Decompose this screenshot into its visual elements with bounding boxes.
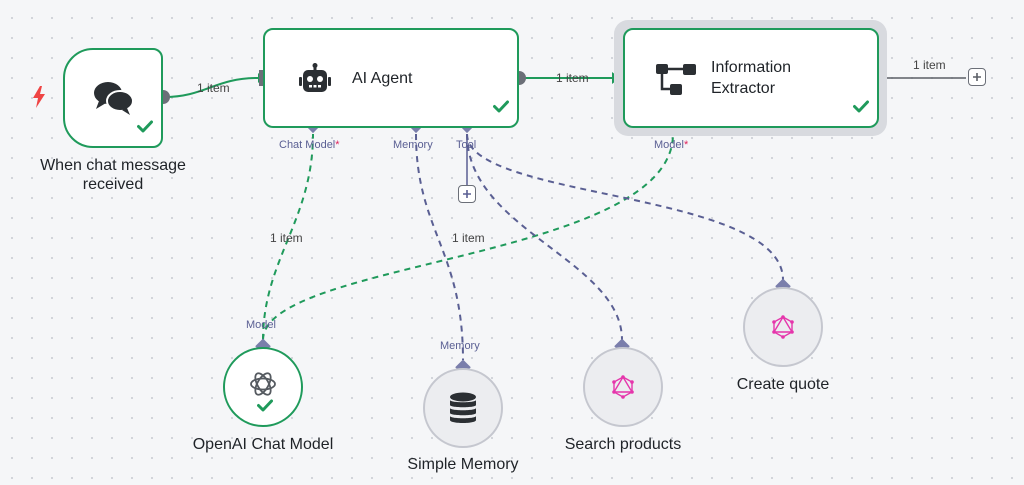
simple-memory-node[interactable] [423, 368, 503, 448]
plus-icon [973, 73, 981, 81]
openai-chat-model-caption: OpenAI Chat Model [192, 436, 334, 453]
agent-input-port[interactable] [259, 70, 265, 86]
success-check-icon [493, 100, 509, 118]
edge-label-openai-agent: 1 item [270, 231, 303, 245]
information-extractor-label-line1: Information [711, 59, 792, 76]
extractor-model-port-label: Model* [654, 139, 689, 151]
chat-trigger-caption: When chat message received [40, 157, 186, 193]
openai-icon [248, 369, 278, 399]
edge-trigger-to-agent[interactable] [163, 77, 259, 98]
success-check-icon [257, 399, 273, 417]
memory-port-label: Memory [393, 139, 433, 151]
openai-model-port-label: Model [246, 319, 276, 331]
edge-openai-to-agent[interactable] [262, 133, 314, 341]
information-extractor-label-line2: Extractor [711, 80, 776, 97]
openai-chat-model-node[interactable] [223, 347, 303, 427]
create-quote-node[interactable] [743, 287, 823, 367]
graphql-icon [611, 375, 635, 399]
search-products-caption: Search products [564, 436, 682, 453]
graphql-icon [771, 315, 795, 339]
simple-memory-caption: Simple Memory [407, 456, 519, 473]
tree-structure-icon [655, 63, 697, 97]
search-products-node[interactable] [583, 347, 663, 427]
edge-tool-quote[interactable] [466, 133, 784, 281]
information-extractor-node[interactable]: Information Extractor [623, 28, 879, 128]
memory-node-port-label: Memory [440, 340, 480, 352]
ai-agent-node[interactable]: AI Agent [263, 28, 519, 128]
edge-label-extractor-out: 1 item [913, 58, 946, 72]
tool-port-label: Tool [456, 139, 477, 151]
edge-openai-to-extractor[interactable] [262, 133, 674, 341]
add-tool-button[interactable] [458, 185, 476, 203]
chat-trigger-node[interactable] [63, 48, 163, 148]
edge-label-agent-extractor: 1 item [556, 71, 589, 85]
edge-label-openai-extractor: 1 item [452, 231, 485, 245]
edge-label-trigger-agent: 1 item [197, 81, 230, 95]
create-quote-caption: Create quote [736, 376, 830, 393]
plus-icon [463, 190, 471, 198]
edge-memory[interactable] [415, 133, 464, 361]
chat-bubbles-icon [91, 79, 135, 117]
chat-model-port-label: Chat Model* [279, 139, 340, 151]
edge-tool-search[interactable] [466, 133, 623, 341]
robot-icon [299, 63, 331, 95]
lightning-icon [32, 86, 46, 108]
database-icon [449, 392, 477, 424]
add-node-button[interactable] [968, 68, 986, 86]
ai-agent-label: AI Agent [352, 70, 413, 87]
success-check-icon [137, 120, 153, 138]
success-check-icon [853, 100, 869, 118]
